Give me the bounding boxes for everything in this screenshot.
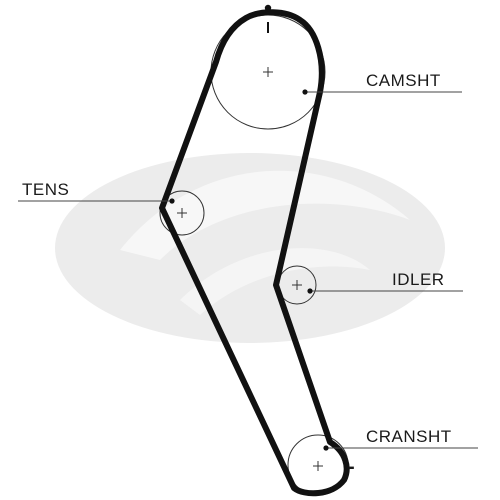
watermark-logo <box>55 153 445 343</box>
watermark-swoosh <box>120 170 410 260</box>
tensioner-leader-dot <box>169 198 175 204</box>
tensioner-label: TENS <box>22 180 69 199</box>
idler-center-mark <box>292 280 302 290</box>
idler-leader-dot <box>307 288 313 294</box>
camshaft-center-mark <box>263 67 273 77</box>
idler-label: IDLER <box>392 270 445 289</box>
tensioner-center-mark <box>177 208 187 218</box>
leader-lines <box>18 89 478 451</box>
timing-belt <box>159 9 350 497</box>
camshaft-timing-dot <box>264 4 272 12</box>
crankshaft-minus-marker: - <box>348 456 355 478</box>
camshaft-leader-dot <box>302 89 308 95</box>
crankshaft-center-mark <box>313 461 323 471</box>
crankshaft-leader-dot <box>323 445 329 451</box>
tensioner-pulley <box>159 190 205 236</box>
camshaft-label: CAMSHT <box>366 71 441 90</box>
crankshaft-label: CRANSHT <box>366 427 452 446</box>
timing-marks: - <box>264 4 355 478</box>
pulley-centers <box>177 67 323 471</box>
watermark-swoosh-lower <box>180 248 370 315</box>
